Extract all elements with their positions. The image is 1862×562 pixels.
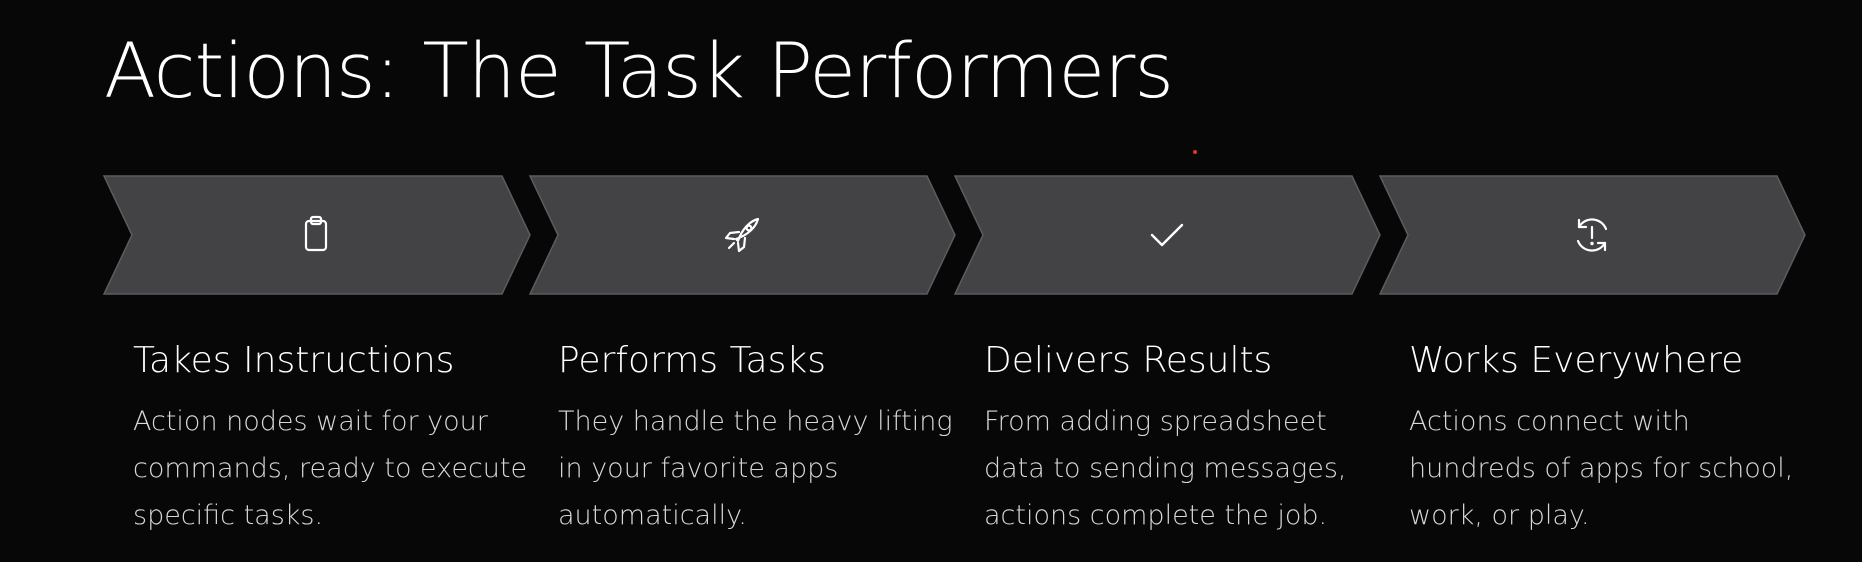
step-heading: Takes Instructions [133, 340, 455, 381]
step-description: Action nodes wait for your commands, rea… [133, 406, 528, 531]
step-description: From adding spreadsheet data to sending … [984, 406, 1347, 531]
slide-title: Actions: The Task Performers [104, 26, 1174, 115]
chevron-step-2 [528, 175, 956, 295]
step-1: Takes Instructions Action nodes wait for… [133, 338, 533, 539]
red-dot [1193, 150, 1197, 154]
step-heading: Performs Tasks [558, 340, 826, 381]
clipboard-icon [292, 211, 340, 259]
chevron-step-1 [102, 175, 531, 295]
step-description: Actions connect with hundreds of apps fo… [1409, 406, 1794, 531]
step-heading: Works Everywhere [1409, 340, 1744, 381]
step-2: Performs Tasks They handle the heavy lif… [558, 338, 958, 539]
step-3: Delivers Results From adding spreadsheet… [984, 338, 1384, 539]
rocket-icon [718, 211, 766, 259]
step-4: Works Everywhere Actions connect with hu… [1409, 338, 1809, 539]
step-heading: Delivers Results [984, 340, 1273, 381]
chevron-step-3 [953, 175, 1381, 295]
checkmark-icon [1143, 211, 1191, 259]
sync-alert-icon [1568, 211, 1616, 259]
step-description: They handle the heavy lifting in your fa… [558, 406, 953, 531]
